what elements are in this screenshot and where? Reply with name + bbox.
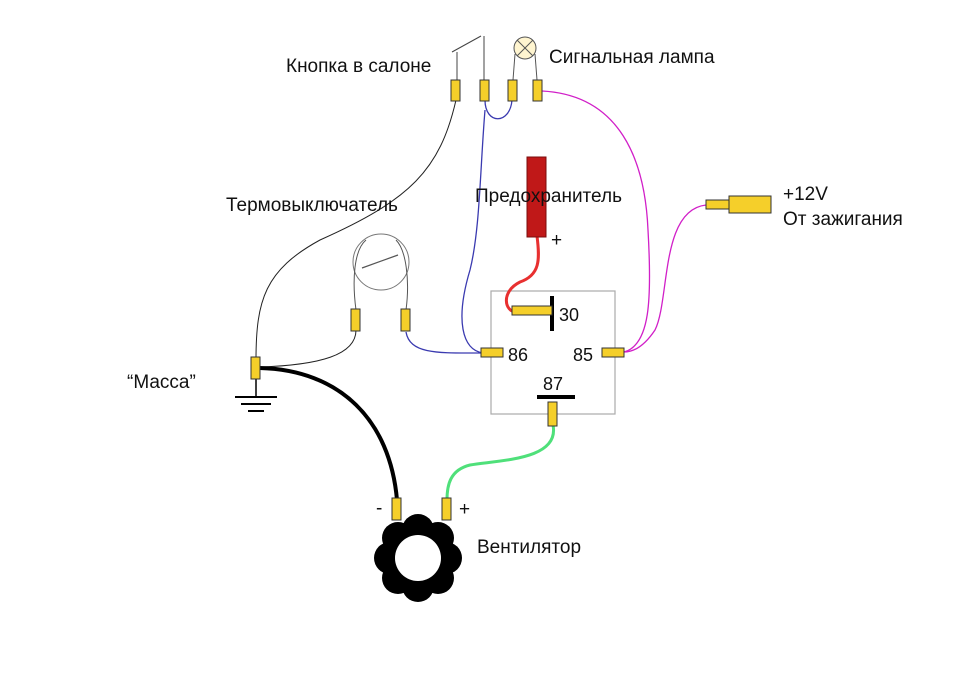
ground-icon xyxy=(235,372,277,412)
connector-relay-86 xyxy=(480,347,504,358)
connector-thermo-left xyxy=(350,308,361,332)
relay-pin-87: 87 xyxy=(543,374,563,394)
connector-ignition-large xyxy=(728,195,772,214)
button-switch-lever xyxy=(451,35,482,53)
relay-pin-86: 86 xyxy=(508,345,528,365)
connector-ignition-small xyxy=(705,199,731,210)
label-lamp: Сигнальная лампа xyxy=(549,47,715,68)
connector-relay-85 xyxy=(601,347,625,358)
wire-button-ground xyxy=(255,99,457,361)
connector-lamp-left xyxy=(507,79,518,102)
wire-ground-fan xyxy=(259,366,399,501)
label-fan-plus: + xyxy=(459,499,470,520)
thermo-switch-icon xyxy=(352,233,410,311)
label-fuse: Предохранитель xyxy=(475,186,622,207)
label-ignition-source: От зажигания xyxy=(783,209,903,230)
wire-ignition-relay85 xyxy=(623,204,707,353)
relay-pin-30: 30 xyxy=(559,305,579,325)
label-ignition-voltage: +12V xyxy=(783,184,828,205)
label-ground: “Масса” xyxy=(127,372,196,393)
connector-fan-plus xyxy=(441,497,452,521)
connector-button-right xyxy=(479,79,490,102)
label-button: Кнопка в салоне xyxy=(286,56,431,77)
label-fuse-plus: + xyxy=(551,230,562,251)
wire-lamp-relay85 xyxy=(541,90,651,353)
connector-button-left xyxy=(450,79,461,102)
connector-lamp-right xyxy=(532,79,543,102)
wire-button-relay86 xyxy=(461,99,513,354)
label-fan-minus: - xyxy=(376,498,382,519)
fan-icon xyxy=(374,514,462,602)
connector-fan-minus xyxy=(391,497,402,521)
fuse-body xyxy=(526,156,547,238)
connector-thermo-right xyxy=(400,308,411,332)
wire-thermo-ground xyxy=(259,329,357,368)
connector-ground xyxy=(250,356,261,380)
connector-relay-30 xyxy=(511,305,553,316)
connector-relay-87 xyxy=(547,401,558,427)
relay-pin-85: 85 xyxy=(573,345,593,365)
lamp-icon xyxy=(512,36,538,81)
label-fan: Вентилятор xyxy=(477,537,581,558)
label-thermo: Термовыключатель xyxy=(226,195,398,216)
wire-relay87-fan xyxy=(445,424,555,501)
wire-fuse-relay30 xyxy=(504,235,540,314)
wire-thermo-relay86 xyxy=(405,331,484,354)
